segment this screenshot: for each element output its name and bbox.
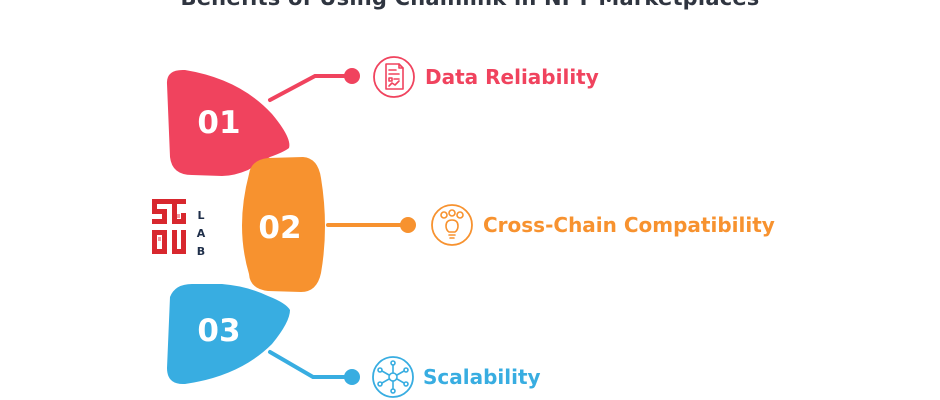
segment-03 <box>167 284 290 385</box>
segment-01-number: 01 <box>197 105 240 141</box>
segment-02 <box>242 157 325 292</box>
connector-01-dot <box>344 68 360 84</box>
connector-02-dot <box>400 217 416 233</box>
network-bulb-icon <box>431 204 473 246</box>
segment-03-number: 03 <box>197 313 240 349</box>
label-data-reliability: Data Reliability <box>425 65 599 89</box>
label-scalability: Scalability <box>423 365 541 389</box>
diagram-title: Benefits of Using Chainlink in NFT Marke… <box>0 0 940 10</box>
network-hub-icon <box>372 356 414 398</box>
connector-03-dot <box>344 369 360 385</box>
logo: L A B <box>152 199 206 258</box>
logo-letter-b: B <box>197 245 205 258</box>
logo-mark <box>152 199 186 254</box>
segment-01 <box>166 69 290 176</box>
connector-01 <box>268 74 352 102</box>
document-analytics-icon <box>373 56 415 98</box>
label-cross-chain-compatibility: Cross-Chain Compatibility <box>483 213 775 237</box>
logo-letter-l: L <box>197 209 204 222</box>
segment-02-number: 02 <box>258 210 301 246</box>
logo-letter-a: A <box>197 227 206 240</box>
connector-03 <box>268 350 352 379</box>
